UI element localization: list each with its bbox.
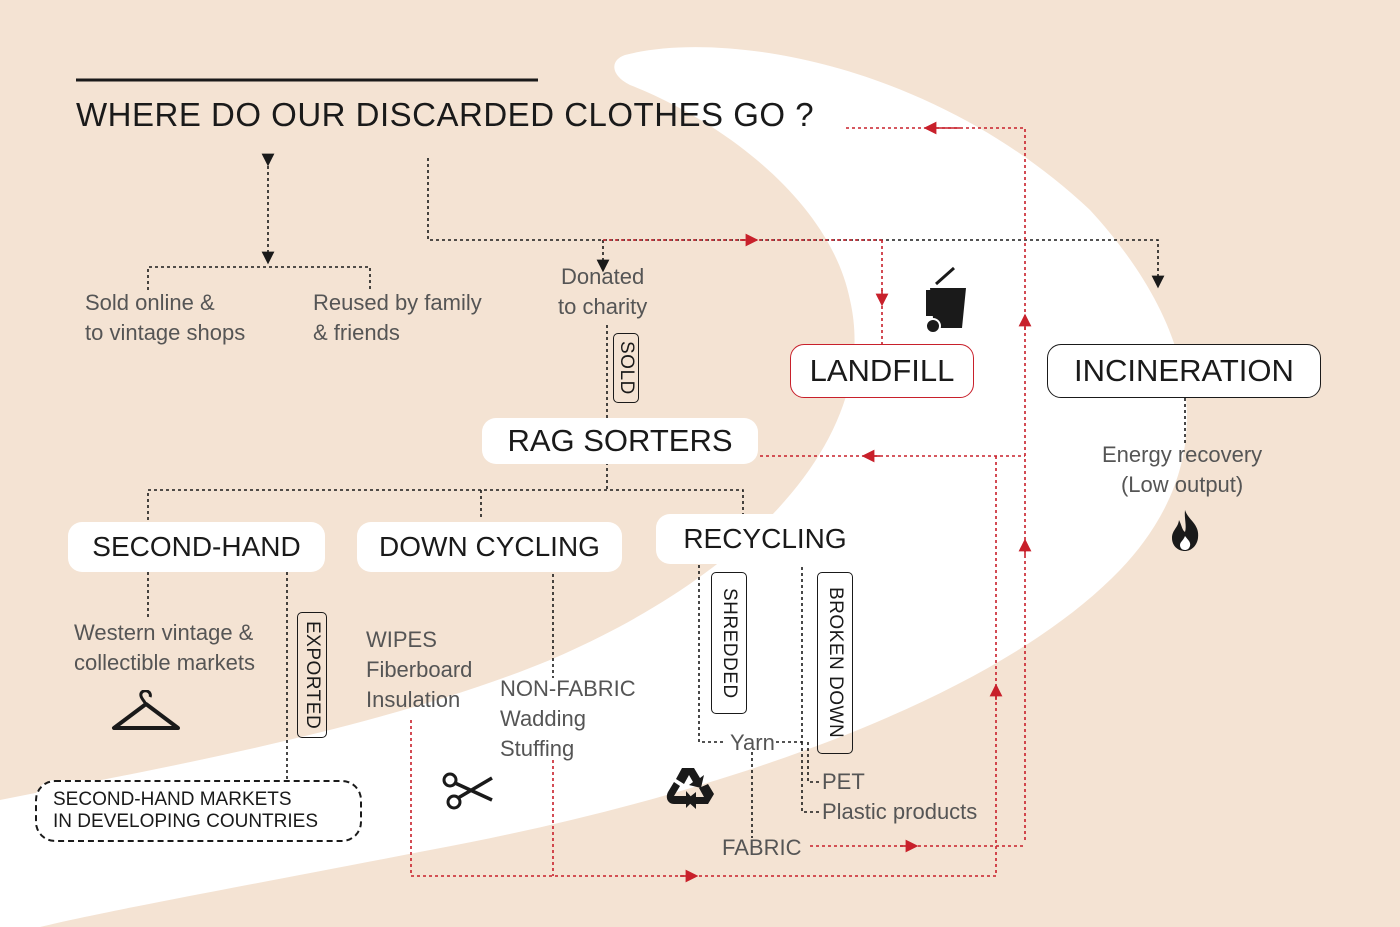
non-fabric-text: NON-FABRIC Wadding Stuffing	[500, 674, 636, 764]
energy-line-1: Energy recovery	[1102, 442, 1263, 467]
incineration-label: INCINERATION	[1074, 353, 1294, 388]
recycling-label: RECYCLING	[683, 523, 847, 554]
shredded-text: SHREDDED	[719, 587, 740, 699]
nonfabric-line-3: Stuffing	[500, 736, 575, 761]
rag-sorters-box: RAG SORTERS	[482, 418, 758, 464]
western-vintage-text: Western vintage & collectible markets	[74, 618, 255, 678]
wipes-line-3: Insulation	[366, 687, 461, 712]
broken-down-text: BROKEN DOWN	[825, 587, 846, 739]
incineration-box: INCINERATION	[1047, 344, 1321, 398]
hanger-icon	[112, 690, 180, 730]
shredded-label: SHREDDED	[711, 572, 747, 714]
wheelie-bin-icon	[925, 266, 966, 334]
donated-line-1: Donated	[561, 264, 645, 289]
donated-text: Donated to charity	[558, 262, 647, 322]
reused-text: Reused by family & friends	[313, 288, 482, 348]
yarn-text: Yarn	[730, 730, 775, 755]
recycling-box: RECYCLING	[656, 514, 874, 564]
sold-label: SOLD	[613, 333, 639, 403]
fabric-text: FABRIC	[722, 835, 802, 860]
donated-line-2: to charity	[558, 294, 648, 319]
reused-line-2: & friends	[313, 320, 400, 345]
down-cycling-label: DOWN CYCLING	[379, 531, 600, 562]
reused-line-1: Reused by family	[313, 290, 482, 315]
markets-line-1: SECOND-HAND MARKETS	[53, 789, 292, 810]
rag-sorters-label: RAG SORTERS	[507, 423, 733, 458]
sold-online-line-2: to vintage shops	[85, 320, 246, 345]
energy-line-2: (Low output)	[1120, 472, 1244, 497]
landfill-label: LANDFILL	[809, 353, 955, 388]
exported-label: EXPORTED	[297, 612, 327, 738]
down-cycling-box: DOWN CYCLING	[357, 522, 622, 572]
western-line-1: Western vintage &	[74, 620, 254, 645]
wipes-text: WIPES Fiberboard Insulation	[366, 625, 472, 715]
western-line-2: collectible markets	[74, 650, 255, 675]
second-hand-box: SECOND-HAND	[68, 522, 325, 572]
wipes-line-2: Fiberboard	[366, 657, 473, 682]
page-title: WHERE DO OUR DISCARDED CLOTHES GO ?	[76, 96, 815, 133]
nonfabric-line-2: Wadding	[500, 706, 587, 731]
fire-icon	[1172, 510, 1199, 551]
second-hand-label: SECOND-HAND	[92, 531, 301, 562]
markets-line-2: IN DEVELOPING COUNTRIES	[53, 811, 318, 832]
sold-online-line-1: Sold online &	[85, 290, 215, 315]
landfill-box: LANDFILL	[790, 344, 974, 398]
developing-markets-box: SECOND-HAND MARKETS IN DEVELOPING COUNTR…	[35, 780, 362, 842]
broken-down-label: BROKEN DOWN	[817, 572, 853, 754]
wipes-line-1: WIPES	[366, 627, 437, 652]
scissors-icon	[442, 772, 493, 810]
exported-text: EXPORTED	[302, 620, 323, 730]
nonfabric-line-1: NON-FABRIC	[500, 676, 636, 701]
sold-text: SOLD	[616, 341, 637, 395]
recycle-icon	[666, 768, 714, 809]
plastic-products-text: Plastic products	[822, 799, 978, 824]
pet-text: PET	[822, 769, 865, 794]
energy-recovery-text: Energy recovery (Low output)	[1102, 440, 1262, 500]
sold-online-text: Sold online & to vintage shops	[85, 288, 245, 348]
